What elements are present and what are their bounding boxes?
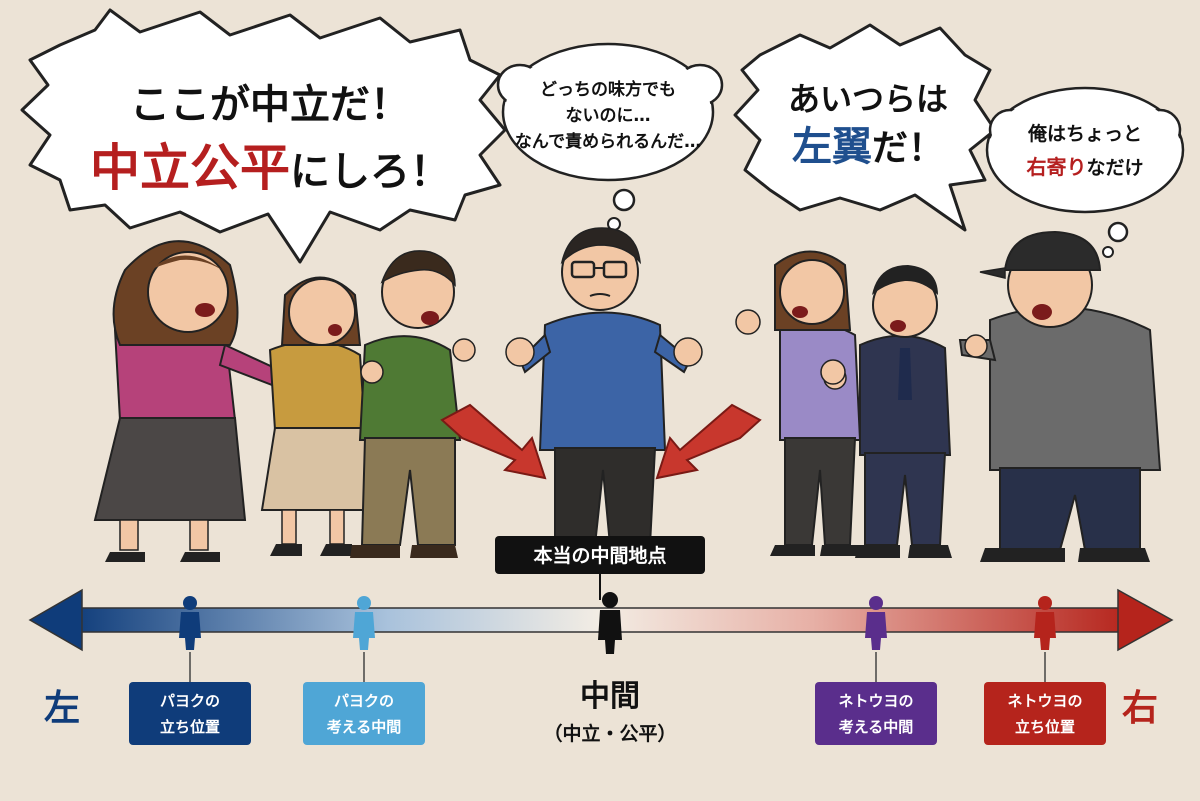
person-icon bbox=[1034, 596, 1056, 650]
center-thought-line1: どっちの味方でも bbox=[540, 79, 676, 100]
right-crowd bbox=[735, 230, 1162, 562]
center-man-figure bbox=[505, 227, 703, 558]
axis-marker-0: パヨクの 立ち位置 bbox=[129, 596, 251, 745]
center-marker: 中間 （中立・公平） bbox=[543, 592, 677, 745]
right-thought-emphasis: 右寄り bbox=[1026, 155, 1086, 179]
marker-chip-3 bbox=[984, 682, 1106, 745]
marker-chip-2 bbox=[815, 682, 937, 745]
right-shout-bubble: あいつらは 左翼だ！ bbox=[733, 23, 997, 232]
marker-2-line1: ネトウヨの bbox=[838, 692, 913, 710]
right-shout-line2: 左翼だ！ bbox=[792, 124, 944, 170]
axis-left-arrowhead bbox=[28, 588, 83, 652]
marker-1-line1: パヨクの bbox=[334, 692, 394, 710]
right-thought-line2-rest: なだけ bbox=[1086, 157, 1143, 179]
right-thought-bubble: 俺はちょっと 右寄りなだけ bbox=[985, 86, 1185, 258]
right-shout-emphasis: 左翼 bbox=[792, 124, 872, 170]
right-thought-line2: 右寄りなだけ bbox=[1026, 155, 1143, 179]
left-shout-emphasis: 中立公平 bbox=[90, 139, 290, 197]
right-shout-line1: あいつらは bbox=[788, 80, 948, 118]
center-sublabel: （中立・公平） bbox=[543, 722, 676, 745]
axis-marker-3: ネトウヨの 立ち位置 bbox=[984, 596, 1106, 745]
axis-right-label: 右 bbox=[1122, 688, 1158, 729]
anxious-woman-figure bbox=[260, 276, 374, 556]
marker-0-line2: 立ち位置 bbox=[160, 718, 220, 736]
center-thought-line3: なんで責められるんだ… bbox=[515, 131, 701, 152]
midpoint-label: 本当の中間地点 bbox=[533, 544, 666, 567]
marker-3-line1: ネトウヨの bbox=[1007, 692, 1082, 710]
left-pressure-arrow bbox=[440, 403, 547, 480]
marker-2-line2: 考える中間 bbox=[839, 718, 914, 736]
angry-man-suit-figure bbox=[820, 265, 952, 558]
person-icon bbox=[353, 596, 375, 650]
center-thought-bubble: どっちの味方でも ないのに… なんで責められるんだ… bbox=[496, 42, 724, 231]
left-shout-bubble: ここが中立だ！ 中立公平にしろ！ bbox=[20, 8, 507, 264]
left-shout-line2: 中立公平にしろ！ bbox=[90, 139, 450, 197]
person-icon bbox=[179, 596, 201, 650]
marker-chip-1 bbox=[303, 682, 425, 745]
axis-left-label: 左 bbox=[44, 688, 80, 729]
marker-3-line2: 立ち位置 bbox=[1015, 718, 1075, 736]
midpoint-label-tag: 本当の中間地点 bbox=[495, 536, 705, 574]
left-shout-line2-rest: にしろ！ bbox=[290, 149, 450, 195]
center-label: 中間 bbox=[580, 679, 640, 714]
angry-woman-lavender-figure bbox=[735, 250, 862, 556]
right-pressure-arrow bbox=[655, 403, 762, 480]
axis-marker-2: ネトウヨの 考える中間 bbox=[815, 596, 937, 745]
left-shout-line1: ここが中立だ！ bbox=[130, 82, 410, 128]
marker-0-line1: パヨクの bbox=[160, 692, 220, 710]
center-person-icon bbox=[598, 592, 622, 654]
right-thought-line1: 俺はちょっと bbox=[1027, 122, 1142, 145]
angry-man-green-figure bbox=[350, 250, 476, 558]
left-crowd bbox=[93, 240, 476, 562]
axis-right-arrowhead bbox=[1117, 588, 1174, 652]
axis-marker-1: パヨクの 考える中間 bbox=[303, 596, 425, 745]
angry-woman-figure bbox=[93, 240, 302, 562]
marker-1-line2: 考える中間 bbox=[327, 718, 402, 736]
right-shout-line2-rest: だ！ bbox=[872, 128, 944, 169]
marker-chip-0 bbox=[129, 682, 251, 745]
center-thought-line2: ないのに… bbox=[566, 106, 651, 126]
person-icon bbox=[865, 596, 887, 650]
angry-man-hoodie-figure bbox=[958, 230, 1162, 562]
